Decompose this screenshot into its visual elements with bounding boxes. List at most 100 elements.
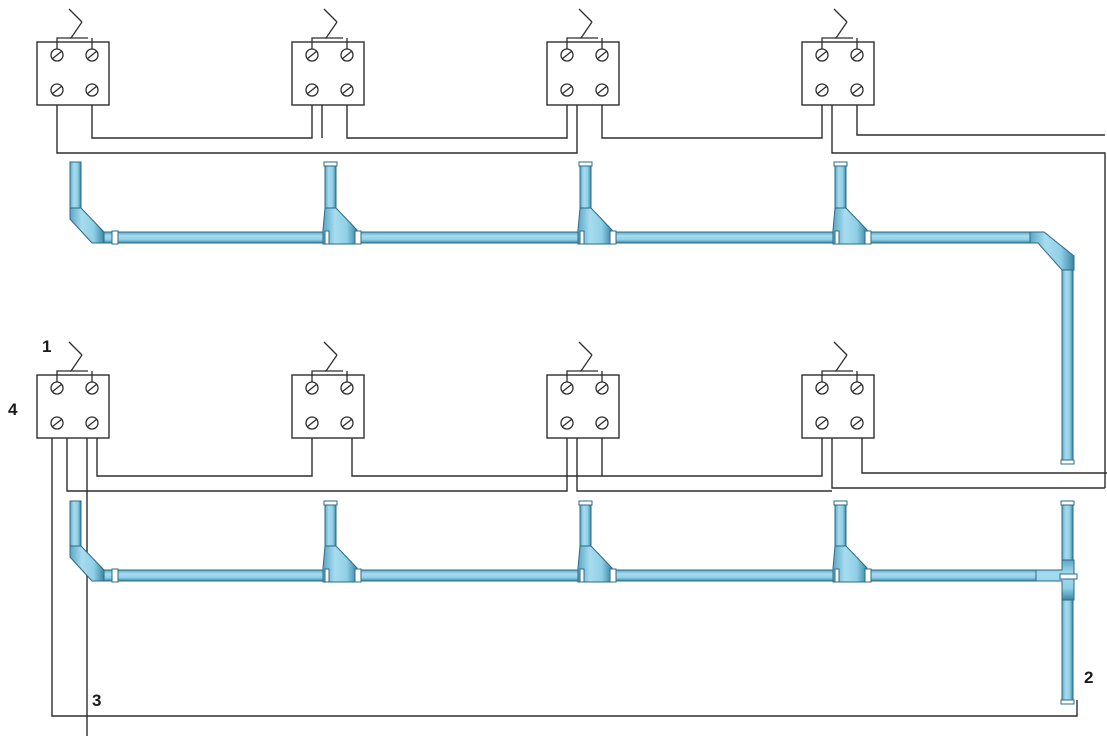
label-3: 3: [92, 691, 101, 710]
drop-pipe-r1c2: [579, 500, 592, 549]
pipe-coupling: [864, 568, 872, 583]
drop-pipe-r1c0: [69, 500, 82, 549]
pipe-coupling: [579, 568, 585, 583]
terminal-slot: [341, 50, 353, 60]
main-pipe-r1: [101, 569, 1037, 582]
wire-bot-d: [576, 423, 832, 492]
pipe-coupling: [354, 230, 362, 245]
riser-cap-top: [1060, 500, 1075, 506]
terminal-slot: [51, 383, 63, 393]
drop-cap: [323, 500, 338, 506]
wire-loop-3: [51, 423, 1078, 717]
switch-lever-tip: [323, 341, 338, 356]
terminal-slot: [596, 85, 608, 95]
wire-bot-g: [861, 423, 1107, 474]
switch-lead-left: [566, 370, 581, 382]
switch-lever-tip: [578, 341, 593, 356]
terminal-slot: [51, 85, 63, 95]
terminal-slot: [561, 85, 573, 95]
switch-lever: [70, 354, 83, 372]
terminal-slot: [851, 383, 863, 393]
terminal-slot: [86, 418, 98, 428]
switch-lead-left: [821, 370, 836, 382]
terminal-unit-r0c2: [546, 8, 620, 106]
terminal-slot: [561, 383, 573, 393]
terminal-slot: [816, 418, 828, 428]
terminal-slot: [596, 50, 608, 60]
drop-cap: [578, 500, 593, 506]
pipe-coupling: [834, 230, 840, 245]
terminal-unit-r0c0: [36, 8, 110, 106]
switch-lever-tip: [323, 8, 338, 23]
pipe-coupling: [609, 230, 617, 245]
unit-box: [801, 41, 875, 106]
pipe-coupling: [111, 568, 119, 583]
terminal-slot: [596, 418, 608, 428]
drop-cap: [323, 161, 338, 167]
drop-pipe-r1c3: [834, 500, 847, 549]
elbow-fitting-r0: [69, 207, 105, 244]
label-1: 1: [42, 337, 51, 356]
terminal-slot: [341, 85, 353, 95]
unit-box: [546, 374, 620, 439]
switch-lead-left: [56, 370, 71, 382]
tee-fitting-right-bottom: [1035, 559, 1075, 601]
pipe-coupling: [354, 568, 362, 583]
riser-cap: [1060, 459, 1075, 465]
unit-box: [801, 374, 875, 439]
switch-lever-tip: [68, 341, 83, 356]
wire-top-a: [56, 90, 578, 154]
elbow-fitting-r1: [69, 545, 105, 582]
switch-lever: [580, 354, 593, 372]
drop-cap: [578, 161, 593, 167]
pipe-coupling: [1059, 573, 1078, 580]
label-2: 2: [1084, 668, 1093, 687]
wire-top-g: [831, 90, 1106, 488]
terminal-slot: [851, 85, 863, 95]
switch-lead-left: [566, 37, 581, 49]
terminal-unit-r1c3: [801, 341, 875, 439]
switch-lead-left: [311, 37, 326, 49]
switch-lever: [835, 354, 848, 372]
riser-cap-bottom: [1060, 699, 1075, 705]
pipe-coupling: [834, 568, 840, 583]
main-pipe-r0: [101, 231, 1037, 244]
terminal-unit-r0c3: [801, 8, 875, 106]
switch-lever: [835, 21, 848, 39]
wire-top-c: [346, 90, 568, 139]
switch-lever: [70, 21, 83, 39]
terminal-slot: [86, 383, 98, 393]
terminal-slot: [851, 50, 863, 60]
wire-top-b: [91, 90, 313, 139]
unit-box: [36, 41, 110, 106]
switch-lever: [325, 354, 338, 372]
pipe-coupling: [609, 568, 617, 583]
terminal-slot: [851, 418, 863, 428]
pipe-layer: [69, 161, 1078, 705]
pipe-coupling: [864, 230, 872, 245]
terminal-slot: [596, 383, 608, 393]
unit-box: [36, 374, 110, 439]
terminal-slot: [306, 418, 318, 428]
switch-lever-tip: [833, 8, 848, 23]
switch-lead-left: [821, 37, 836, 49]
drop-pipe-r0c0: [69, 161, 82, 211]
unit-box: [291, 374, 365, 439]
terminal-unit-r1c1: [291, 341, 365, 439]
drop-pipe-r1c1: [324, 500, 337, 549]
terminal-slot: [816, 50, 828, 60]
drop-cap: [833, 500, 848, 506]
terminal-slot: [86, 85, 98, 95]
drop-pipe-r0c2: [579, 161, 592, 211]
wire-bot-b: [66, 423, 568, 492]
unit-layer: [36, 8, 875, 439]
drop-cap: [833, 161, 848, 167]
drop-pipe-r0c1: [324, 161, 337, 211]
terminal-slot: [816, 85, 828, 95]
unit-box: [291, 41, 365, 106]
terminal-slot: [341, 418, 353, 428]
unit-box: [546, 41, 620, 106]
wire-bot-c: [351, 423, 823, 477]
